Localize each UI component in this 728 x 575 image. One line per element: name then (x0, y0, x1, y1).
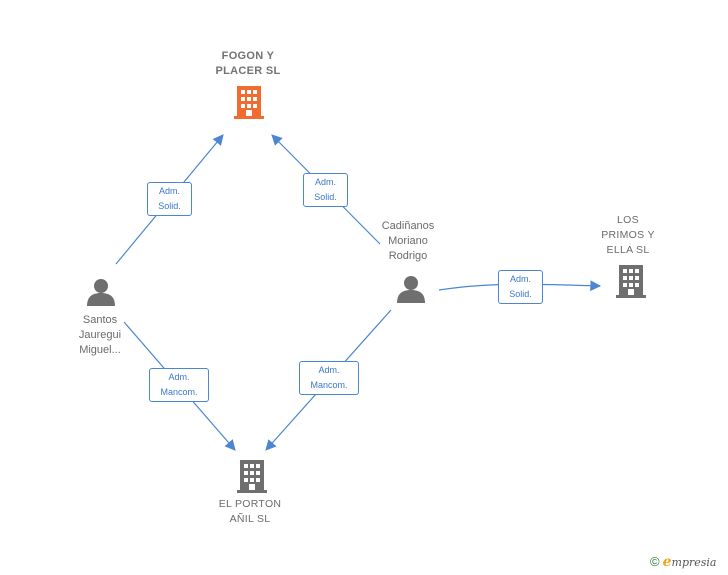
footer-branding[interactable]: ©empresia (650, 554, 716, 570)
edge-label-line: Adm. (168, 372, 190, 382)
building-icon[interactable] (616, 265, 646, 298)
label-line: Miguel... (79, 344, 121, 356)
building-icon-highlighted[interactable] (234, 86, 264, 119)
edge-label-line: Adm. (318, 365, 340, 375)
label-line: AÑIL SL (229, 513, 271, 525)
person-icon[interactable] (397, 276, 425, 303)
building-icon[interactable] (237, 460, 267, 493)
edge-label-line: Mancom. (310, 380, 348, 390)
edge-label-cadinanos-elporton[interactable]: Adm. Mancom. (299, 361, 359, 395)
person-label-cadinanos[interactable]: Cadiñanos Moriano Rodrigo (368, 219, 448, 264)
label-line: PRIMOS Y (601, 229, 655, 241)
edge-label-cadinanos-losprimos[interactable]: Adm. Solid. (498, 270, 543, 304)
company-label-fogon[interactable]: FOGON Y PLACER SL (200, 49, 296, 79)
label-line: Jauregui (78, 329, 122, 341)
person-label-santos[interactable]: Santos Jauregui Miguel... (62, 313, 138, 358)
edge-label-line: Solid. (158, 201, 181, 211)
edge-label-santos-elporton[interactable]: Adm. Mancom. (149, 368, 209, 402)
company-label-losprimos[interactable]: LOS PRIMOS Y ELLA SL (590, 213, 666, 258)
label-line: Cadiñanos (381, 220, 435, 232)
company-label-elporton[interactable]: EL PORTON AÑIL SL (204, 497, 296, 527)
label-line: EL PORTON (218, 498, 282, 510)
label-line: Santos (82, 314, 118, 326)
brand-logo: empresia (662, 554, 717, 570)
edge-label-line: Adm. (509, 274, 531, 284)
label-line: Rodrigo (388, 250, 428, 262)
edge-label-cadinanos-fogon[interactable]: Adm. Solid. (303, 173, 348, 207)
edge-label-santos-fogon[interactable]: Adm. Solid. (147, 182, 192, 216)
label-line: LOS (617, 214, 639, 226)
copyright-icon: © (650, 554, 660, 569)
brand-logo-letter: e (662, 554, 672, 570)
edge-label-line: Adm. (314, 177, 336, 187)
label-line: PLACER SL (215, 65, 281, 77)
edge-label-line: Solid. (509, 289, 532, 299)
edge-label-line: Adm. (158, 186, 180, 196)
brand-logo-text: mpresia (671, 556, 717, 569)
person-icon[interactable] (87, 279, 115, 306)
label-line: FOGON Y (221, 50, 275, 62)
edge-label-line: Mancom. (160, 387, 198, 397)
edge-label-line: Solid. (314, 192, 337, 202)
label-line: ELLA SL (606, 244, 650, 256)
label-line: Moriano (388, 235, 428, 247)
